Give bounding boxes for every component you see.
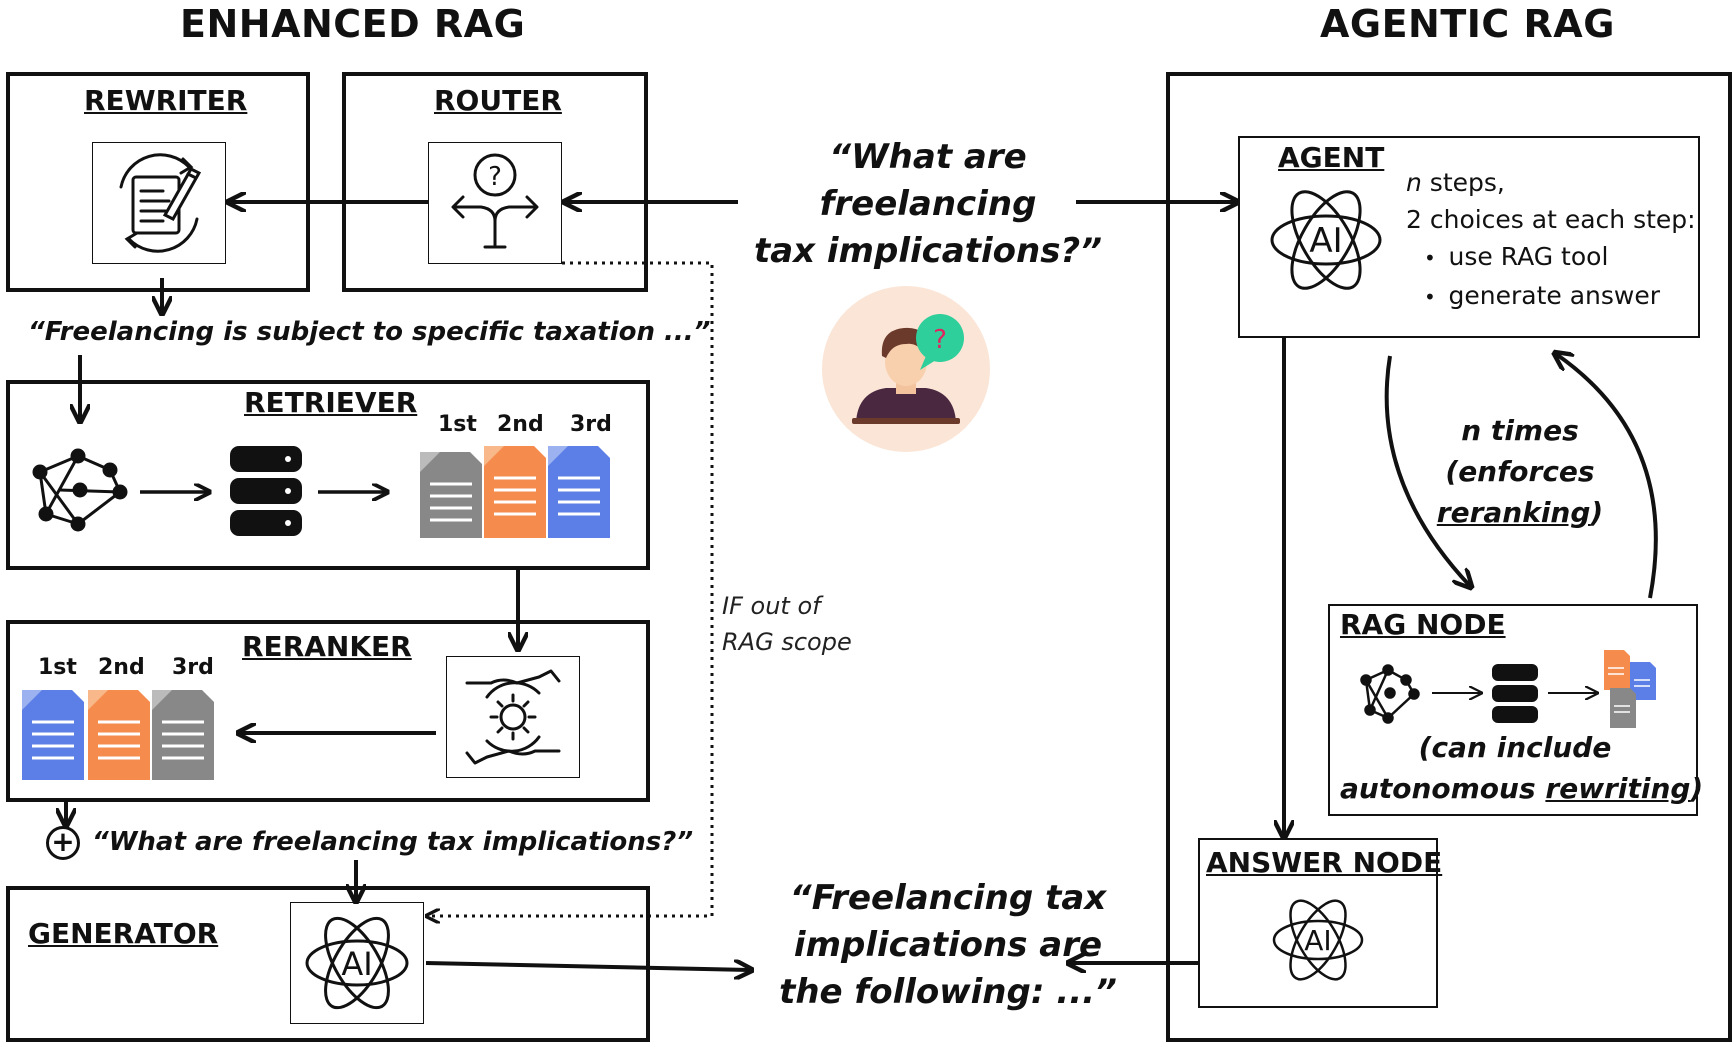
- question-line-1: “What are: [829, 137, 1027, 177]
- agent-description: n steps, 2 choices at each step: • use R…: [1406, 164, 1696, 316]
- agent-steps-line: n steps,: [1406, 168, 1505, 197]
- arrow-rag-node-to-agent: [1556, 354, 1658, 599]
- rag-node-docs-icon: [1604, 650, 1656, 728]
- reranker-doc-orange: [88, 690, 150, 780]
- answer-node-label: ANSWER NODE: [1206, 846, 1443, 879]
- loop-note-line-3: reranking): [1436, 496, 1604, 529]
- rag-note-line-2: autonomous rewriting): [1340, 772, 1704, 805]
- retriever-label: RETRIEVER: [244, 386, 418, 419]
- retriever-rank-1: 1st: [438, 412, 477, 437]
- generator-icon-frame: AI: [290, 902, 424, 1024]
- reranker-label: RERANKER: [242, 630, 412, 663]
- user-question: “What are freelancing tax implications?”: [728, 134, 1128, 275]
- svg-text:?: ?: [488, 162, 502, 192]
- answer-line-1: “Freelancing tax: [789, 878, 1107, 918]
- arrow-agent-to-rag-node: [1384, 355, 1470, 586]
- loop-note-line-1: n times: [1461, 414, 1579, 447]
- loop-note: n times (enforces reranking): [1420, 410, 1620, 533]
- agent-choice-1: • use RAG tool: [1424, 242, 1609, 271]
- rewritten-query-text: “Freelancing is subject to specific taxa…: [28, 317, 711, 347]
- final-answer: “Freelancing tax implications are the fo…: [748, 875, 1148, 1016]
- agentic-rag-heading: AGENTIC RAG: [1320, 2, 1615, 46]
- embedding-graph-icon: [32, 448, 128, 532]
- rag-node-database-icon: [1492, 664, 1538, 723]
- router-label: ROUTER: [434, 84, 562, 117]
- rag-note-line-1: (can include: [1418, 731, 1612, 764]
- augmented-query-text: “What are freelancing tax implications?”: [92, 827, 694, 857]
- fork-question-icon: ?: [451, 153, 539, 249]
- agent-icon-wrap: AI: [1260, 180, 1392, 300]
- agent-label: AGENT: [1278, 141, 1385, 174]
- question-line-2: freelancing: [819, 184, 1037, 224]
- agent-choice-2: • generate answer: [1424, 281, 1661, 310]
- answer-line-3: the following: ...”: [779, 972, 1117, 1012]
- answer-line-2: implications are: [793, 925, 1103, 965]
- answer-node-icon-wrap: AI: [1262, 888, 1374, 992]
- rewrite-document-icon: [119, 153, 202, 253]
- reranker-rank-2: 2nd: [98, 655, 145, 680]
- svg-text:AI: AI: [1309, 221, 1342, 261]
- question-line-3: tax implications?”: [753, 231, 1103, 271]
- out-of-scope-line-1: IF out of: [722, 592, 821, 620]
- reranker-rank-3: 3rd: [172, 655, 214, 680]
- reranker-doc-blue: [22, 690, 84, 780]
- user-with-question-icon: ?: [852, 314, 964, 424]
- reranker-doc-gray: [152, 690, 214, 780]
- agent-choices-line: 2 choices at each step:: [1406, 205, 1696, 234]
- rag-node-label: RAG NODE: [1340, 608, 1506, 641]
- rewriter-icon-frame: [92, 142, 226, 264]
- reranker-rank-1: 1st: [38, 655, 77, 680]
- out-of-scope-line-2: RAG scope: [722, 628, 852, 656]
- ai-atom-icon: AI: [1270, 190, 1382, 290]
- rag-node-note: (can include autonomous rewriting): [1340, 727, 1704, 809]
- rag-node-embedding-icon: [1360, 664, 1420, 724]
- agent-box: [1238, 136, 1700, 338]
- router-icon-frame: ?: [428, 142, 562, 264]
- retriever-doc-gray: [420, 452, 482, 538]
- retriever-rank-3: 3rd: [570, 412, 612, 437]
- arrow-generator-to-answer: [425, 963, 750, 970]
- enhanced-rag-heading: ENHANCED RAG: [180, 2, 526, 46]
- rewriter-label: REWRITER: [84, 84, 248, 117]
- ai-atom-icon: AI: [305, 916, 409, 1010]
- retriever-rank-2: 2nd: [497, 412, 544, 437]
- generator-label: GENERATOR: [28, 917, 219, 950]
- user-avatar: ?: [822, 286, 990, 452]
- arrow-out-of-scope: [428, 261, 714, 916]
- gear-hands-icon: [465, 669, 561, 765]
- ai-atom-icon: AI: [1272, 899, 1364, 981]
- database-icon: [230, 446, 302, 536]
- loop-note-line-2: (enforces: [1445, 455, 1595, 488]
- svg-text:?: ?: [933, 325, 947, 355]
- svg-text:AI: AI: [341, 945, 372, 983]
- out-of-scope-note: IF out of RAG scope: [722, 588, 852, 660]
- retriever-doc-orange: [484, 446, 546, 538]
- answer-node-box: [1198, 838, 1438, 1008]
- retriever-doc-blue: [548, 446, 610, 538]
- reranker-icon-frame: [446, 656, 580, 778]
- svg-text:AI: AI: [1304, 924, 1331, 957]
